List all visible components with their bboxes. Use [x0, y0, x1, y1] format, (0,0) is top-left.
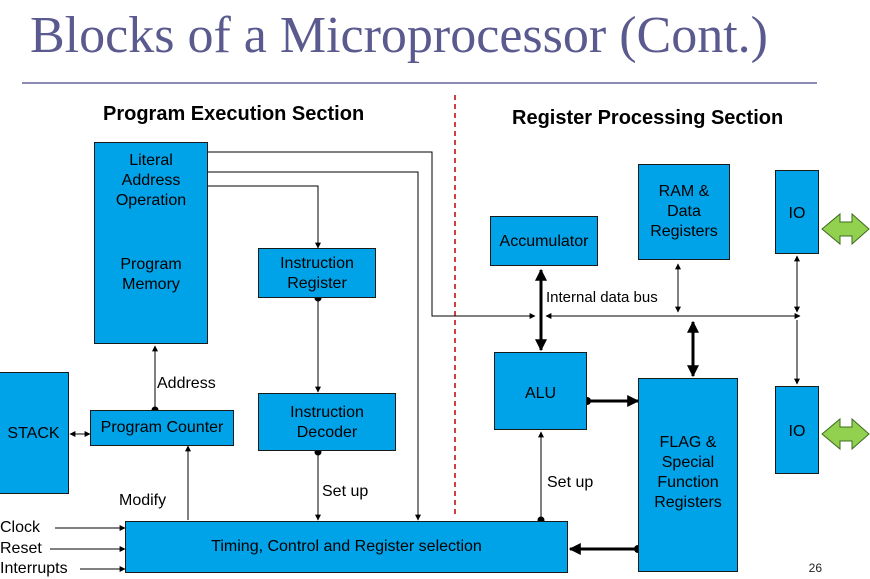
clock-input-label: Clock [0, 519, 41, 536]
accumulator-label: Accumulator [499, 233, 589, 250]
io-bottom-block: IO [775, 386, 819, 474]
alu-label: ALU [524, 385, 557, 402]
ram-line2: Data [667, 203, 701, 220]
ram-line3: Registers [650, 223, 718, 240]
program-memory-line2: Address [121, 172, 181, 189]
stack-label: STACK [7, 425, 60, 442]
io-bottom-label: IO [788, 423, 806, 440]
setup-left-label: Set up [322, 483, 369, 500]
program-memory-line3: Operation [115, 192, 187, 209]
setup-right-label: Set up [547, 474, 594, 491]
address-label: Address [157, 375, 216, 392]
io-bottom-external-arrow [821, 417, 870, 451]
wire-memory-to-ir [208, 185, 321, 249]
slide-title: Blocks of a Microprocessor (Cont.) [30, 7, 768, 64]
title-underline [22, 82, 817, 84]
flag-special-registers-block: FLAG & Special Function Registers [638, 378, 738, 572]
section-heading-program-execution: Program Execution Section [103, 103, 365, 125]
timing-control-label: Timing, Control and Register selection [211, 538, 482, 555]
flag-line3: Function [657, 474, 719, 491]
flag-line4: Registers [654, 494, 722, 511]
stack-block: STACK [0, 372, 69, 494]
instruction-decoder-line2: Decoder [296, 424, 358, 441]
instruction-decoder-block: Instruction Decoder [258, 393, 396, 451]
alu-block: ALU [494, 352, 587, 430]
instruction-register-block: Instruction Register [258, 248, 376, 298]
instruction-register-line1: Instruction [280, 255, 354, 272]
timing-control-block: Timing, Control and Register selection [125, 521, 568, 573]
flag-line1: FLAG & [659, 434, 717, 451]
io-top-label: IO [788, 205, 806, 222]
program-memory-line4: Program [120, 256, 182, 273]
instruction-register-line2: Register [287, 275, 347, 292]
modify-label: Modify [119, 492, 167, 509]
program-memory-line5: Memory [122, 276, 180, 293]
internal-data-bus-label: Internal data bus [546, 289, 658, 306]
flag-line2: Special [661, 454, 715, 471]
interrupts-input-label: Interrupts [0, 560, 68, 577]
ram-data-registers-block: RAM & Data Registers [638, 164, 730, 260]
program-memory-block: Literal Address Operation Program Memory [94, 142, 208, 344]
program-counter-label: Program Counter [100, 419, 224, 436]
io-top-block: IO [775, 170, 819, 254]
io-top-external-arrow [821, 212, 870, 246]
instruction-decoder-line1: Instruction [290, 404, 364, 421]
ram-line1: RAM & [658, 183, 710, 200]
program-memory-line1: Literal [129, 152, 173, 169]
reset-input-label: Reset [0, 540, 42, 557]
section-heading-register-processing: Register Processing Section [512, 107, 784, 129]
wire-memory-to-bus [208, 151, 536, 319]
program-counter-block: Program Counter [90, 410, 234, 446]
accumulator-block: Accumulator [490, 216, 598, 266]
wire-memory-to-timing [208, 171, 421, 521]
page-number: 26 [808, 561, 822, 575]
